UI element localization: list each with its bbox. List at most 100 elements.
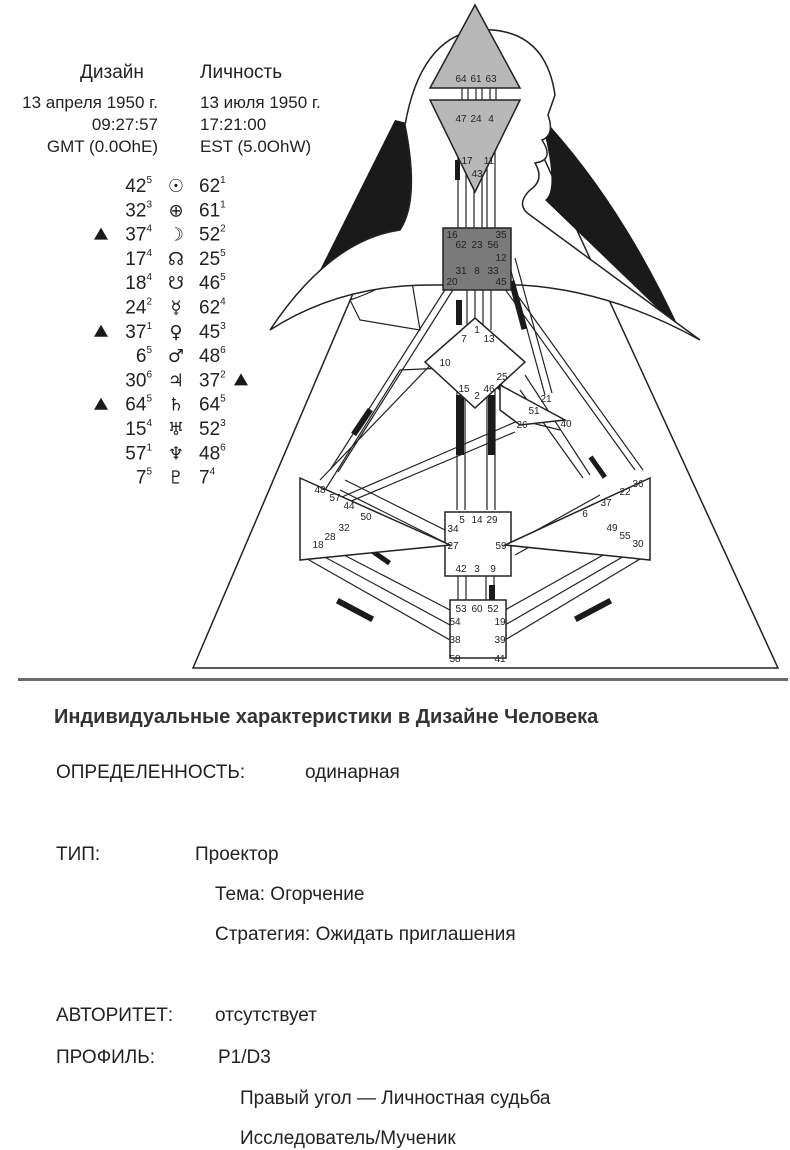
type-label: ТИП:: [56, 844, 101, 865]
personality-gate: 74: [199, 467, 216, 489]
gate-label: 8: [474, 266, 480, 277]
design-gate: 184: [125, 272, 152, 294]
gate-label: 13: [483, 334, 495, 345]
personality-gate: 255: [199, 248, 226, 270]
design-gate: 425: [125, 175, 152, 197]
design-gate: 174: [125, 248, 152, 270]
exalted-marker-icon: [94, 397, 108, 410]
gate-label: 15: [458, 384, 470, 395]
gate-label: 32: [338, 523, 350, 534]
planet-row: 174 ☊ 255: [125, 248, 226, 270]
planet-row: 374☽522: [94, 224, 226, 246]
personality-gate: 453: [199, 321, 226, 343]
gate-label: 63: [485, 74, 497, 85]
gate-label: 51: [528, 406, 540, 417]
personality-label: Личность: [200, 62, 282, 83]
planet-symbol-icon: ♂: [168, 346, 184, 367]
planet-row: 75♇74: [136, 467, 216, 489]
planet-symbol-icon: ♀: [169, 322, 182, 343]
gate-label: 1: [474, 325, 480, 336]
personality-gate: 611: [199, 199, 226, 221]
gate-label: 20: [446, 277, 458, 288]
gate-label: 27: [447, 541, 459, 552]
planet-symbol-icon: ♅: [168, 419, 184, 440]
gate-label: 35: [495, 230, 507, 241]
exalted-marker-icon: [94, 227, 108, 240]
design-gate: 371: [125, 321, 152, 343]
gate-label: 50: [360, 512, 372, 523]
gate-label: 28: [324, 532, 336, 543]
gate-label: 26: [516, 420, 528, 431]
gate-label: 9: [490, 564, 496, 575]
personality-gate: 621: [199, 175, 226, 197]
exalted-marker-icon: [94, 324, 108, 337]
gate-label: 61: [470, 74, 482, 85]
design-zone: GMT (0.0OhE): [47, 137, 158, 156]
planet-symbol-icon: ☿: [170, 298, 181, 319]
design-gate: 323: [125, 199, 152, 221]
gate-label: 49: [606, 523, 618, 534]
gate-label: 16: [446, 230, 458, 241]
gate-label: 30: [632, 539, 644, 550]
personality-gate: 486: [199, 345, 226, 367]
gate-label: 23: [471, 240, 483, 251]
gate-label: 10: [439, 358, 451, 369]
gate-label: 38: [449, 635, 461, 646]
gate-label: 48: [314, 485, 326, 496]
ego-center: [499, 383, 568, 426]
planet-row: 323 ⊕ 611: [125, 199, 226, 221]
head-center: [428, 3, 522, 89]
gate-label: 4: [488, 114, 494, 125]
planet-symbol-icon: ♃: [168, 370, 184, 391]
gate-label: 3: [474, 564, 480, 575]
gate-label: 22: [619, 487, 631, 498]
gate-label: 58: [449, 654, 461, 665]
personality-gate: 523: [199, 418, 226, 440]
gate-label: 46: [483, 384, 495, 395]
spleen-center: [299, 476, 453, 561]
planet-row: 371 ♀ 453: [94, 321, 226, 343]
gate-label: 36: [632, 479, 644, 490]
gate-label: 7: [461, 334, 467, 345]
planet-row: 571 ♆ 486: [125, 442, 226, 464]
gate-label: 12: [495, 253, 507, 264]
design-gate: 242: [125, 297, 152, 319]
gate-label: 56: [487, 240, 499, 251]
definition-value: одинарная: [305, 762, 400, 783]
personality-gate: 522: [199, 224, 226, 246]
ajna-center: [428, 99, 522, 194]
gate-label: 6: [582, 509, 588, 520]
gate-label: 25: [496, 372, 508, 383]
gate-label: 24: [470, 114, 482, 125]
gate-label: 42: [455, 564, 467, 575]
planet-symbol-icon: ☉: [168, 176, 184, 197]
gate-label: 31: [455, 266, 467, 277]
gate-label: 53: [455, 604, 467, 615]
planet-symbol-icon: ⊕: [168, 200, 183, 221]
gate-label: 44: [343, 501, 355, 512]
gate-label: 37: [600, 498, 612, 509]
gate-label: 18: [312, 540, 324, 551]
planet-row: 242 ☿ 624: [125, 297, 226, 319]
gate-label: 47: [455, 114, 467, 125]
planet-symbol-icon: ♆: [168, 443, 184, 464]
planet-symbol-icon: ☊: [168, 249, 184, 270]
gate-label: 55: [619, 531, 631, 542]
design-gate: 374: [125, 224, 152, 246]
personality-gate: 624: [199, 297, 226, 319]
planet-row: 154 ♅ 523: [125, 418, 226, 440]
gate-label: 39: [494, 635, 506, 646]
design-gate: 571: [125, 442, 152, 464]
personality-gate: 486: [199, 442, 226, 464]
gate-label: 45: [495, 277, 507, 288]
profile-names: Исследователь/Мученик: [240, 1128, 456, 1149]
planet-row: 184☋465: [125, 272, 226, 294]
design-gate: 154: [125, 418, 152, 440]
planet-row: 65♂486: [136, 345, 226, 367]
gate-label: 19: [494, 617, 506, 628]
gate-label: 29: [486, 515, 498, 526]
throat-center: [442, 227, 512, 291]
gate-label: 40: [560, 419, 572, 430]
gate-label: 17: [461, 156, 473, 167]
